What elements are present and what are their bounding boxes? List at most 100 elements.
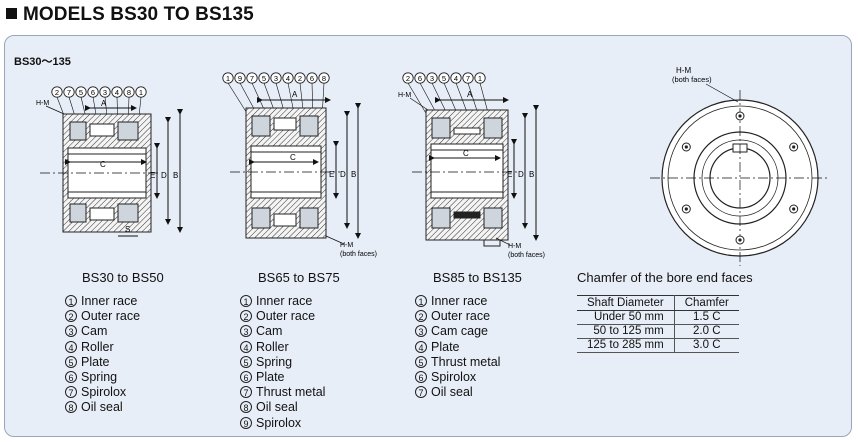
part-label: Oil seal — [431, 385, 473, 400]
part-label: Plate — [256, 370, 285, 385]
part-bubble-number: 7 — [67, 88, 71, 97]
part-bubble-number: 3 — [430, 74, 434, 83]
part-label: Spring — [256, 354, 293, 369]
hm-label: H-M — [36, 100, 49, 107]
both-faces-label: (both faces) — [340, 251, 377, 258]
part-label: Outer race — [81, 309, 141, 324]
part-label: Roller — [81, 339, 114, 354]
caption-bs85: BS85 to BS135 — [433, 270, 522, 285]
dim-e-label: E — [329, 170, 334, 179]
mounting-holes — [681, 111, 799, 245]
list-item: 5 Spring — [240, 355, 325, 370]
list-item: 4 Roller — [65, 340, 140, 355]
part-bubble-number: 7 — [250, 74, 254, 83]
part-label: Inner race — [431, 294, 488, 308]
hm-label: H-M — [508, 243, 521, 250]
dim-a-label: A — [101, 99, 107, 108]
part-label: Thrust metal — [431, 354, 501, 369]
part-number-circle: 5 — [240, 355, 252, 368]
part-label: Outer race — [256, 309, 316, 324]
table-row: 125 to 285 mm 3.0 C — [577, 338, 739, 353]
part-number-circle: 2 — [415, 310, 427, 323]
list-item: 2 Outer race — [240, 309, 325, 324]
part-bubble-number: 1 — [226, 74, 230, 83]
bolt-hole-center — [738, 114, 742, 118]
part-bubble-number: 4 — [454, 74, 458, 83]
dim-s-label: S — [125, 225, 130, 234]
part-bubble-number: 5 — [79, 88, 83, 97]
page-title: MODELS BS30 TO BS135 — [6, 4, 254, 26]
part-number-circle: 7 — [415, 386, 427, 399]
part-number-circle: 6 — [240, 371, 252, 384]
dim-e-label: E — [150, 171, 155, 180]
bolt-hole-center — [738, 238, 742, 242]
list-item: 7 Oil seal — [415, 385, 500, 400]
shaft-diameter-cell: 50 to 125 mm — [577, 324, 675, 339]
part-bubble-number: 8 — [127, 88, 131, 97]
dim-a-label: A — [467, 90, 473, 99]
part-number-circle: 8 — [240, 401, 252, 414]
part-label: Inner race — [256, 294, 313, 308]
part-bubble-number: 6 — [418, 74, 422, 83]
part-bubble-number: 4 — [286, 74, 290, 83]
part-bubble-number: 1 — [478, 74, 482, 83]
part-number-circle: 3 — [240, 325, 252, 338]
part-number-circle: 4 — [65, 340, 77, 353]
part-bubble-number: 7 — [466, 74, 470, 83]
part-bubble-number: 8 — [322, 74, 326, 83]
part-number-circle: 1 — [65, 295, 77, 307]
dim-b-label: B — [351, 170, 356, 179]
list-item: 5 Plate — [65, 355, 140, 370]
dim-c-label: C — [463, 149, 469, 158]
list-item: 8 Oil seal — [240, 400, 325, 415]
part-label: Spirolox — [81, 385, 127, 400]
chamfer-cell: 1.5 C — [674, 310, 739, 325]
part-label: Oil seal — [256, 400, 298, 415]
part-number-circle: 9 — [240, 416, 252, 429]
part-label: Thrust metal — [256, 385, 326, 400]
chamfer-cell: 3.0 C — [674, 338, 739, 353]
part-label: Spring — [81, 370, 118, 385]
part-number-circle: 6 — [415, 371, 427, 384]
series-label: BS30～135 — [14, 56, 71, 68]
caption-chamfer: Chamfer of the bore end faces — [577, 270, 753, 285]
square-bullet-icon — [6, 8, 17, 19]
header-chamfer: Chamfer — [674, 295, 739, 311]
part-number-circle: 2 — [240, 310, 252, 323]
part-bubble-number: 3 — [274, 74, 278, 83]
table-row: 50 to 125 mm 2.0 C — [577, 324, 739, 339]
part-label: Plate — [431, 339, 460, 354]
part-label: Roller — [256, 339, 289, 354]
caption-bs65: BS65 to BS75 — [258, 270, 340, 285]
table-row: Under 50 mm 1.5 C — [577, 310, 739, 325]
part-number-circle: 7 — [65, 386, 77, 399]
dim-d-label: D — [518, 170, 524, 179]
part-number-circle: 7 — [240, 386, 252, 399]
part-label: Plate — [81, 354, 110, 369]
dim-a-label: A — [292, 90, 298, 99]
part-number-circle: 5 — [65, 355, 77, 368]
bolt-hole-center — [792, 207, 796, 211]
dim-c-label: C — [290, 153, 296, 162]
dim-c-label: C — [100, 160, 106, 169]
part-label: Spirolox — [256, 415, 302, 430]
part-label: Outer race — [431, 309, 491, 324]
shaft-diameter-cell: 125 to 285 mm — [577, 338, 675, 353]
part-bubble-number: 6 — [310, 74, 314, 83]
part-bubble-number: 2 — [298, 74, 302, 83]
